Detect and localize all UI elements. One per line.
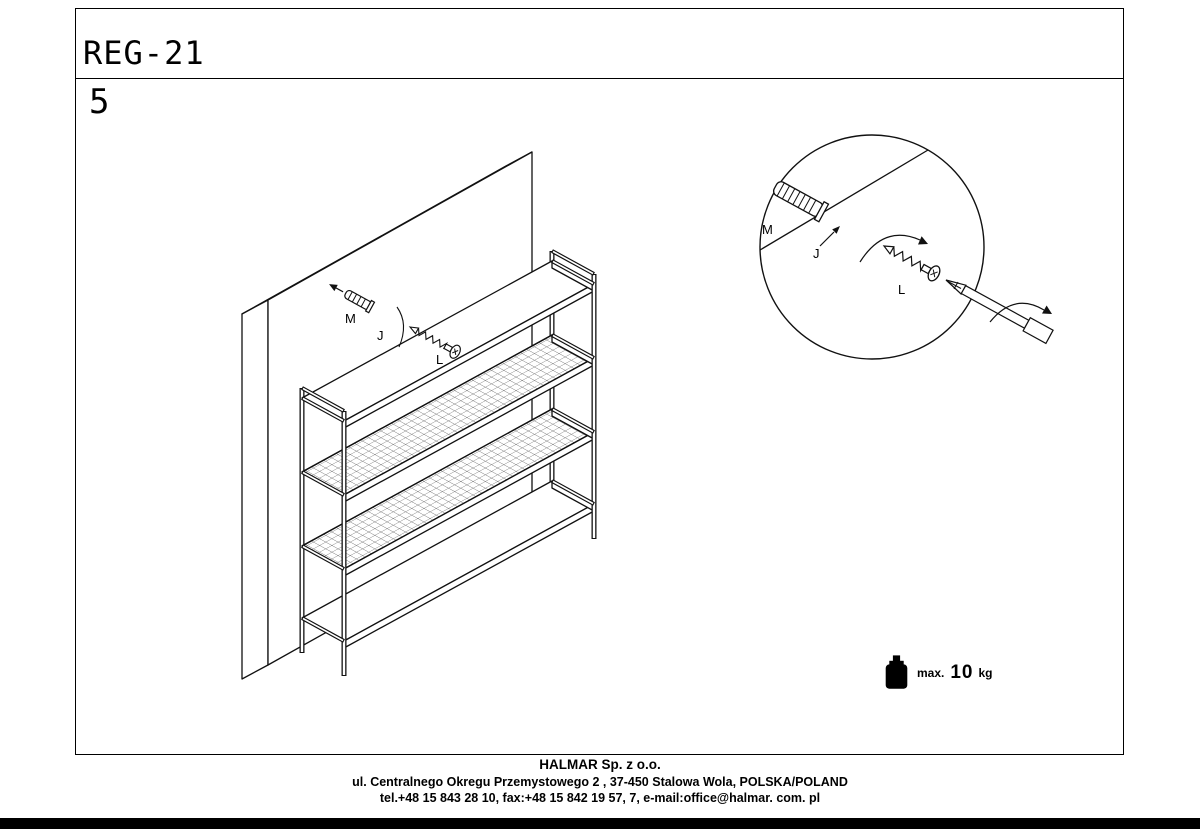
weight-icon [885, 655, 908, 689]
weight-max-value: 10 [950, 661, 974, 683]
detail-screw [882, 245, 941, 282]
detail-wall-plug [772, 181, 830, 223]
bottom-bar [0, 818, 1200, 829]
detail-wall-line [759, 149, 929, 251]
bracket-label: J [377, 328, 384, 343]
bracket-leader-line [396, 306, 405, 348]
footer-address: ul. Centralnego Okregu Przemystowego 2 ,… [352, 775, 848, 789]
rotation-arrowhead-icon [918, 236, 928, 245]
weight-limit: max. 10 kg [883, 653, 993, 692]
detail-wall-plug-label: M [762, 222, 773, 237]
detail-bracket-label: J [813, 246, 820, 261]
shelf-front-posts [341, 274, 597, 676]
screw [408, 326, 461, 359]
insert-arrow-icon [329, 284, 338, 292]
weight-max-label: max. [917, 665, 945, 680]
weight-max-unit: kg [978, 665, 993, 680]
wall-plug-label: M [345, 311, 356, 326]
shelf-3 [301, 408, 595, 577]
step-number: 5 [89, 82, 110, 122]
shelf-4 [301, 480, 595, 649]
rotation-arrow-icon [859, 234, 921, 263]
model-title: REG-21 [83, 34, 205, 72]
title-divider [75, 78, 1124, 79]
detail-screw-label: L [898, 282, 905, 297]
detail-bracket-leader [819, 231, 835, 247]
screwdriver-rotation-arrowhead-icon [1042, 305, 1052, 314]
footer-company: HALMAR Sp. z o.o. [539, 757, 661, 772]
detail-bracket-arrow-icon [832, 226, 840, 234]
frame-rails [301, 249, 595, 643]
shelf-2 [301, 334, 595, 503]
footer-contact: tel.+48 15 843 28 10, fax:+48 15 842 19 … [379, 791, 821, 805]
screw-label: L [436, 352, 443, 367]
screwdriver-rotation-arrow-icon [989, 302, 1045, 323]
screwdriver [945, 279, 1054, 345]
detail-view: M J L [759, 134, 1054, 360]
footer: HALMAR Sp. z o.o. ul. Centralnego Okregu… [0, 757, 1200, 805]
wall-plug [329, 284, 376, 314]
